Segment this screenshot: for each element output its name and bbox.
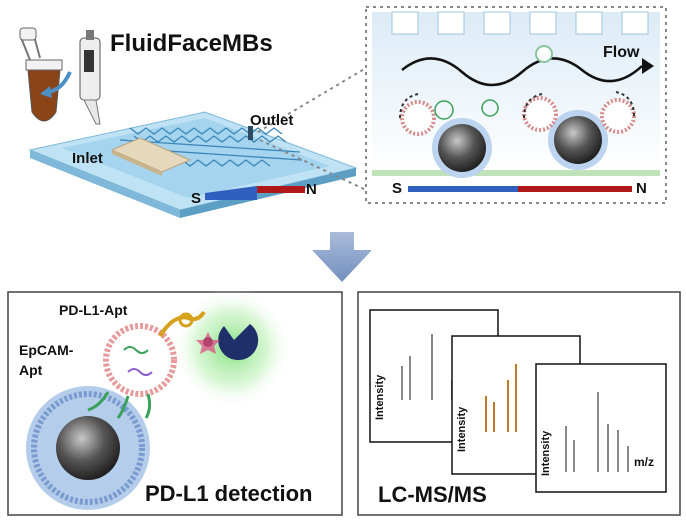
magnet-bar-small xyxy=(205,186,305,200)
microfluidic-chip xyxy=(28,67,367,218)
outlet-label: Outlet xyxy=(250,112,294,129)
bead-complex-right xyxy=(522,91,636,170)
magnet-north-label: N xyxy=(306,181,317,198)
diagram-title: FluidFaceMBs xyxy=(110,30,273,57)
epcam-apt-line1: EpCAM- xyxy=(19,342,74,358)
pipette-icon xyxy=(40,30,101,125)
panel-north-label: N xyxy=(636,180,647,197)
epcam-apt-label: EpCAM- Apt xyxy=(19,340,73,380)
epcam-apt-line2: Apt xyxy=(19,362,43,378)
panel-south-label: S xyxy=(392,180,403,197)
magnet-south-label: S xyxy=(191,190,202,207)
intensity-label-2: Intensity xyxy=(456,406,468,452)
pd-l1-detection-panel xyxy=(7,288,343,516)
lc-ms-ms-panel xyxy=(357,291,681,516)
flow-label: Flow xyxy=(603,44,640,61)
lc-ms-ms-label: LC-MS/MS xyxy=(378,482,487,507)
intensity-label-1: Intensity xyxy=(374,374,386,420)
pd-l1-apt-label: PD-L1-Apt xyxy=(59,302,128,318)
inlet-label: Inlet xyxy=(72,150,103,167)
down-arrow-icon xyxy=(312,232,372,282)
pd-l1-detection-label: PD-L1 detection xyxy=(145,481,313,506)
intensity-label-3: Intensity xyxy=(540,430,552,476)
flow-panel xyxy=(365,6,667,204)
mz-label: m/z xyxy=(634,455,655,469)
sample-tube-icon xyxy=(19,27,63,122)
bead-complex-left xyxy=(399,93,499,178)
